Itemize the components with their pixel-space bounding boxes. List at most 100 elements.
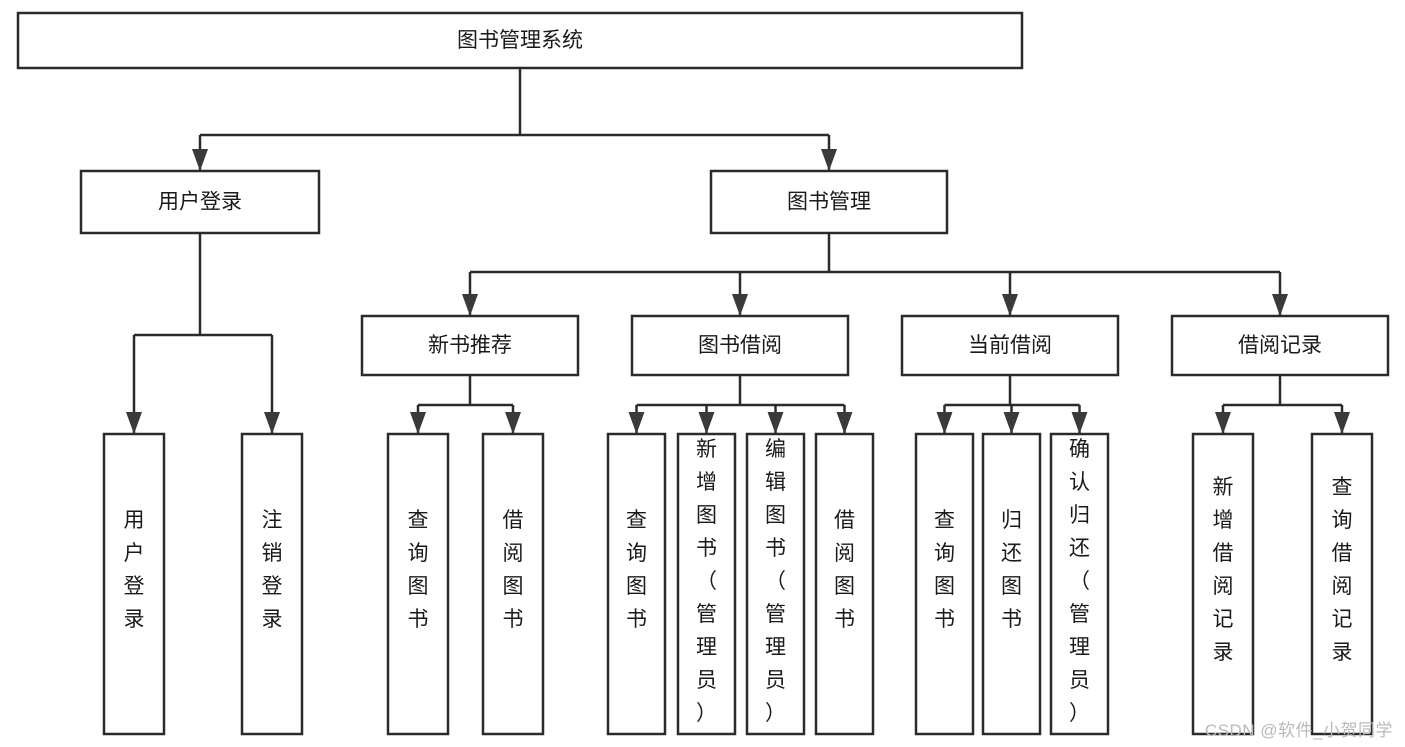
node-leaf-query-book-1[interactable]: 查询图书 bbox=[386, 432, 450, 736]
arrow-head-icon bbox=[821, 149, 837, 171]
arrow-head-icon bbox=[821, 149, 837, 171]
arrow-head-icon bbox=[936, 412, 953, 434]
arrow-head-icon bbox=[192, 149, 208, 171]
node-layer: 图书管理系统用户登录图书管理新书推荐图书借阅当前借阅借阅记录用户登录注销登录查询… bbox=[16, 11, 1390, 736]
arrow-head-icon bbox=[1071, 412, 1088, 434]
arrow-head-icon bbox=[126, 412, 142, 434]
arrow-head-icon bbox=[732, 294, 748, 316]
node-leaf-add-record[interactable]: 新增借阅记录 bbox=[1191, 432, 1255, 736]
arrow-head-icon bbox=[732, 294, 748, 316]
arrow-head-icon bbox=[767, 412, 784, 434]
arrow-head-icon bbox=[698, 412, 715, 434]
node-box bbox=[16, 11, 1024, 70]
node-label: 借阅图书 bbox=[834, 509, 855, 631]
arrow-head-icon bbox=[192, 149, 208, 171]
arrow-head-icon bbox=[628, 412, 645, 434]
arrow-head-icon bbox=[1071, 412, 1088, 434]
arrow-head-icon bbox=[410, 412, 426, 434]
node-leaf-query-book-3[interactable]: 查询图书 bbox=[914, 432, 975, 736]
watermark-text: CSDN @软件_小贺同学 bbox=[1204, 721, 1393, 740]
arrow-head-icon bbox=[264, 412, 280, 434]
arrow-head-icon bbox=[628, 412, 645, 434]
connector-layer bbox=[126, 68, 1350, 434]
node-leaf-user-login[interactable]: 用户登录 bbox=[102, 432, 166, 736]
arrow-head-icon bbox=[1272, 294, 1288, 316]
node-box bbox=[676, 432, 737, 736]
node-leaf-add-book[interactable]: 新增图书（管理员） bbox=[676, 432, 737, 736]
node-book-management[interactable]: 图书管理 bbox=[709, 169, 949, 235]
node-box bbox=[79, 169, 321, 235]
node-new-book-recommend[interactable]: 新书推荐 bbox=[360, 314, 580, 377]
arrow-head-icon bbox=[767, 412, 784, 434]
node-label: 查询图书 bbox=[934, 509, 955, 631]
node-label: 确认归还（管理员） bbox=[1069, 438, 1090, 725]
arrow-head-icon bbox=[1215, 412, 1231, 434]
arrow-head-icon bbox=[410, 412, 426, 434]
node-leaf-query-book-2[interactable]: 查询图书 bbox=[606, 432, 667, 736]
arrow-head-icon bbox=[1334, 412, 1350, 434]
node-leaf-edit-book[interactable]: 编辑图书（管理员） bbox=[745, 432, 806, 736]
node-label: 查询借阅记录 bbox=[1332, 476, 1353, 664]
node-book-borrow[interactable]: 图书借阅 bbox=[630, 314, 850, 377]
node-label: 图书管理系统 bbox=[457, 29, 583, 52]
arrow-head-icon bbox=[1002, 294, 1018, 316]
node-user-login[interactable]: 用户登录 bbox=[79, 169, 321, 235]
arrow-head-icon bbox=[698, 412, 715, 434]
node-box bbox=[386, 432, 450, 736]
node-leaf-borrow-book-2[interactable]: 借阅图书 bbox=[814, 432, 875, 736]
arrow-head-icon bbox=[1003, 412, 1020, 434]
node-label: 编辑图书（管理员） bbox=[765, 438, 786, 725]
arrow-head-icon bbox=[1002, 294, 1018, 316]
node-label: 归还图书 bbox=[1001, 509, 1022, 631]
node-leaf-query-record[interactable]: 查询借阅记录 bbox=[1310, 432, 1374, 736]
node-box bbox=[1191, 432, 1255, 736]
arrow-head-icon bbox=[936, 412, 953, 434]
node-label: 借阅图书 bbox=[503, 509, 524, 631]
arrow-head-icon bbox=[1272, 294, 1288, 316]
node-box bbox=[900, 314, 1120, 377]
arrow-head-icon bbox=[1003, 412, 1020, 434]
node-box bbox=[709, 169, 949, 235]
node-current-borrow[interactable]: 当前借阅 bbox=[900, 314, 1120, 377]
arrow-head-icon bbox=[126, 412, 142, 434]
node-box bbox=[981, 432, 1042, 736]
arrow-head-icon bbox=[1215, 412, 1231, 434]
node-label: 新增图书（管理员） bbox=[696, 438, 717, 725]
node-box bbox=[102, 432, 166, 736]
arrow-head-icon bbox=[264, 412, 280, 434]
node-label: 借阅记录 bbox=[1238, 334, 1322, 357]
node-box bbox=[606, 432, 667, 736]
arrow-head-icon bbox=[462, 294, 478, 316]
node-box bbox=[360, 314, 580, 377]
arrow-head-icon bbox=[505, 412, 521, 434]
node-leaf-confirm-return[interactable]: 确认归还（管理员） bbox=[1049, 432, 1110, 736]
node-label: 新增借阅记录 bbox=[1213, 476, 1234, 664]
node-label: 用户登录 bbox=[158, 191, 242, 214]
node-label: 图书管理 bbox=[787, 191, 871, 214]
node-box bbox=[1310, 432, 1374, 736]
node-box bbox=[1049, 432, 1110, 736]
node-label: 查询图书 bbox=[408, 509, 429, 631]
node-box bbox=[745, 432, 806, 736]
node-label: 查询图书 bbox=[626, 509, 647, 631]
node-leaf-borrow-book-1[interactable]: 借阅图书 bbox=[481, 432, 545, 736]
arrow-head-icon bbox=[836, 412, 853, 434]
node-borrow-record[interactable]: 借阅记录 bbox=[1170, 314, 1390, 377]
node-label: 图书借阅 bbox=[698, 334, 782, 357]
node-root[interactable]: 图书管理系统 bbox=[16, 11, 1024, 70]
node-box bbox=[240, 432, 304, 736]
node-box bbox=[630, 314, 850, 377]
node-label: 注销登录 bbox=[262, 509, 283, 631]
node-box bbox=[481, 432, 545, 736]
arrow-head-icon bbox=[462, 294, 478, 316]
node-box bbox=[1170, 314, 1390, 377]
node-leaf-logout[interactable]: 注销登录 bbox=[240, 432, 304, 736]
arrow-head-icon bbox=[1334, 412, 1350, 434]
node-label: 新书推荐 bbox=[428, 334, 512, 357]
arrow-head-icon bbox=[836, 412, 853, 434]
node-label: 用户登录 bbox=[124, 509, 145, 631]
node-leaf-return-book[interactable]: 归还图书 bbox=[981, 432, 1042, 736]
arrow-head-icon bbox=[505, 412, 521, 434]
